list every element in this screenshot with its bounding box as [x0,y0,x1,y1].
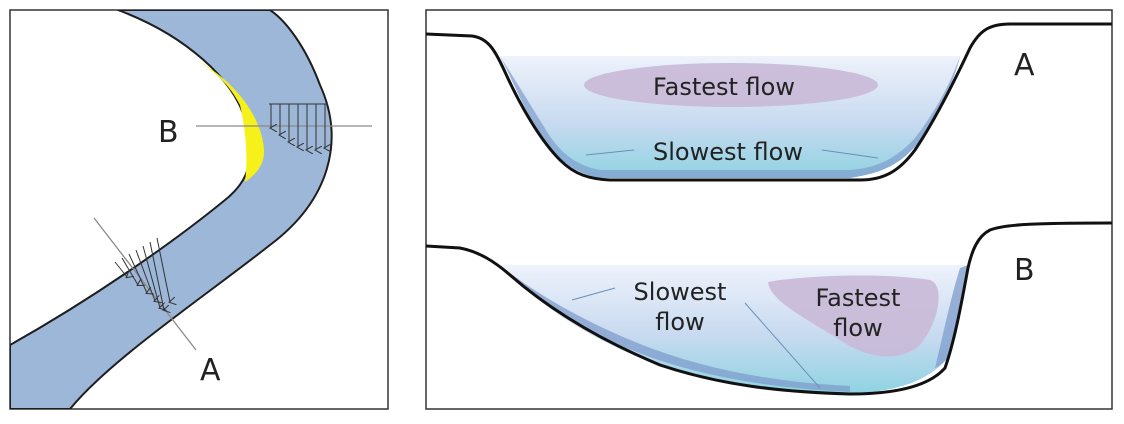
cross-section-b-ground [425,221,1113,396]
cross-section-b-slowest-label-line1: Slowest [634,278,727,306]
cross-section-b-slowest-label-line2: flow [655,308,704,336]
cross-section-b-slowest-pointer-left [571,287,616,301]
cross-section-b-bank-shade [935,265,968,368]
plan-view-panel: B A [9,9,389,410]
section-b-velocity-arrows [271,104,325,150]
cross-section-b-label: B [1014,253,1035,288]
cross-section-a-fastest-zone [584,63,878,107]
cross-section-a-slowest-pointer-right [821,149,879,159]
section-b-label: B [158,115,179,150]
cross-section-b-slowest-pointer-bottom [744,302,821,389]
cross-section-b-fastest-zone [768,275,939,357]
cross-section-a-fastest-label: Fastest flow [653,73,795,101]
cross-section-b-fastest-label-line1: Fastest [816,284,901,312]
cross-section-a-label: A [1014,48,1035,83]
cross-section-b-fastest-label-line2: flow [833,314,882,342]
cross-section-a-ground [425,22,1112,182]
cross-section-b: Slowest flow Fastest flow B [425,221,1113,396]
cross-section-a-slowest-label: Slowest flow [653,138,803,166]
cross-section-a: Fastest flow Slowest flow A [425,22,1112,182]
point-bar-deposit [197,60,265,182]
cross-section-panel: Fastest flow Slowest flow A Slowest flow… [425,9,1113,410]
section-a-label: A [200,353,221,388]
cross-section-a-slowest-pointer-left [585,149,635,156]
section-a-velocity-arrows [114,237,170,310]
